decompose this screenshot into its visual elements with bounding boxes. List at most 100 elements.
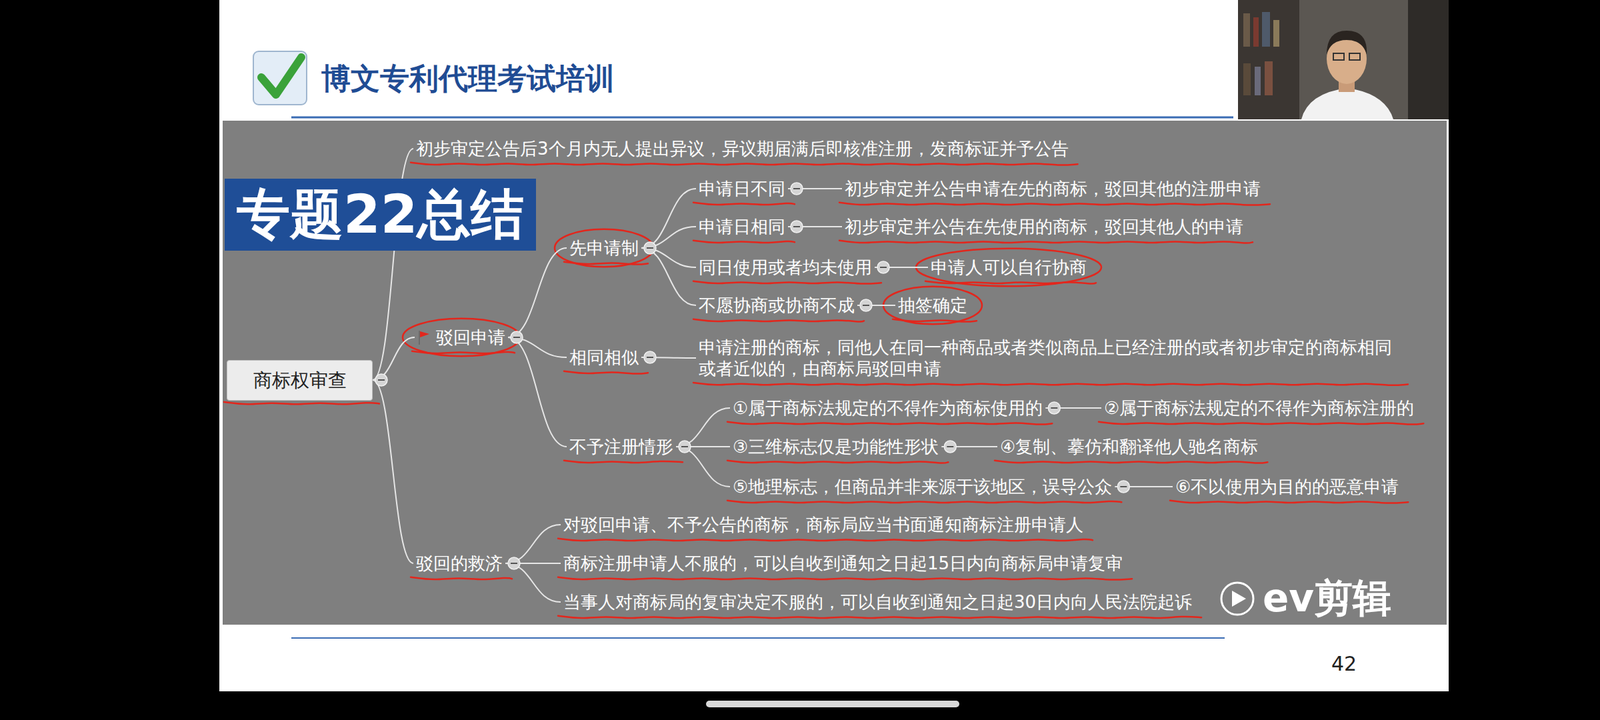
annotation-underline bbox=[693, 202, 795, 205]
topic-text: 先申请制 bbox=[569, 238, 639, 258]
mindmap-panel bbox=[222, 120, 1447, 625]
topic-node: 驳回的救济 bbox=[413, 551, 506, 576]
annotation-circle bbox=[916, 248, 1102, 287]
annotation-circle bbox=[554, 229, 654, 268]
annotation-underline bbox=[839, 240, 1253, 244]
header-brand: 博文专利代理考试培训 bbox=[321, 61, 615, 97]
topic-node: 申请人可以自行协商 bbox=[928, 255, 1090, 280]
page-number: 42 bbox=[1331, 652, 1357, 676]
annotation-underline bbox=[1170, 500, 1408, 504]
annotation-underline bbox=[693, 240, 795, 243]
annotation-underline bbox=[410, 162, 1078, 166]
collapse-symbol bbox=[644, 351, 656, 364]
annotation-underline bbox=[994, 460, 1268, 464]
annotation-underline bbox=[564, 460, 683, 463]
topic-node: 驳回申请 bbox=[414, 325, 508, 350]
topic-text: 初步审定公告后3个月内无人提出异议，异议期届满后即核准注册，发商标证并予公告 bbox=[416, 138, 1069, 159]
annotation-underline bbox=[727, 460, 948, 464]
topic-text: 同日使用或者均未使用 bbox=[698, 257, 872, 278]
title-text: 专题22总结 bbox=[236, 183, 524, 246]
topic-node: 同日使用或者均未使用 bbox=[696, 255, 875, 280]
topic-text: 相同相似 bbox=[569, 347, 639, 368]
footer-rule bbox=[291, 637, 1225, 639]
topic-node: 商标注册申请人不服的，可以自收到通知之日起15日内向商标局申请复审 bbox=[560, 551, 1126, 576]
collapse-symbol bbox=[790, 182, 803, 195]
title-banner: 专题22总结 bbox=[224, 178, 536, 251]
logo-frame bbox=[253, 51, 307, 105]
topic-node: ⑤地理标志，但商品并非来源于该地区，误导公众 bbox=[730, 474, 1115, 500]
annotation-underline bbox=[727, 500, 1122, 503]
topic-text: 不愿协商或协商不成 bbox=[698, 295, 855, 316]
webcam-overlay bbox=[1238, 0, 1449, 120]
branch-line bbox=[941, 446, 998, 448]
topic-text: 申请注册的商标，同他人在同一种商品或者类似商品上已经注册的或者初步审定的商标相同… bbox=[698, 337, 1392, 380]
collapse-symbol bbox=[860, 299, 872, 312]
annotation-underline bbox=[224, 402, 380, 404]
slide bbox=[219, 0, 1449, 692]
topic-text: 商标权审查 bbox=[253, 369, 347, 392]
annotation-underline bbox=[693, 281, 882, 284]
flag-icon bbox=[417, 329, 431, 346]
annotation-underline bbox=[564, 371, 648, 374]
annotation-underline bbox=[558, 577, 1132, 580]
annotation-underline bbox=[1098, 422, 1424, 425]
phone-nav-bar bbox=[706, 700, 960, 708]
topic-node: ②属于商标法规定的不得作为商标注册的 bbox=[1101, 396, 1417, 421]
topic-text: ⑥不以使用为目的的恶意申请 bbox=[1175, 476, 1399, 497]
annotation-underline bbox=[410, 577, 512, 580]
collapse-symbol bbox=[508, 557, 520, 570]
branch-line bbox=[788, 188, 842, 190]
annotation-underline bbox=[558, 538, 1093, 541]
topic-node: 初步审定并公告申请在先的商标，驳回其他的注册申请 bbox=[842, 176, 1264, 202]
topic-text: 初步审定并公告申请在先的商标，驳回其他的注册申请 bbox=[844, 178, 1261, 199]
topic-node: 申请日相同 bbox=[696, 214, 788, 240]
topic-text: 申请日相同 bbox=[698, 216, 786, 237]
topic-node: 先申请制 bbox=[566, 236, 642, 261]
topic-node: 申请注册的商标，同他人在同一种商品或者类似商品上已经注册的或者初步审定的商标相同… bbox=[696, 335, 1402, 382]
annotation-underline bbox=[693, 382, 1408, 386]
topic-node: ③三维标志仅是功能性形状 bbox=[730, 434, 942, 460]
annotation-circle bbox=[402, 318, 520, 357]
collapse-symbol bbox=[375, 374, 388, 386]
logo-check bbox=[261, 57, 302, 95]
collapse-symbol bbox=[1117, 480, 1130, 493]
root-topic: 商标权审查 bbox=[226, 360, 373, 401]
topic-text: ②属于商标法规定的不得作为商标注册的 bbox=[1104, 398, 1414, 418]
annotation-underline bbox=[839, 202, 1270, 206]
branch-line bbox=[1045, 407, 1102, 409]
branch-line bbox=[1114, 486, 1173, 488]
topic-text: 商标注册申请人不服的，可以自收到通知之日起15日内向商标局申请复审 bbox=[563, 553, 1123, 574]
topic-node: 不愿协商或协商不成 bbox=[696, 293, 858, 318]
topic-node: 不予注册情形 bbox=[566, 434, 676, 460]
branch-line bbox=[505, 562, 561, 564]
watermark-play-icon bbox=[1221, 582, 1254, 615]
annotation-underline bbox=[693, 319, 864, 322]
branch-line bbox=[372, 380, 414, 564]
branch-line bbox=[874, 266, 928, 268]
branch-line bbox=[676, 446, 730, 448]
collapse-symbol bbox=[1048, 402, 1060, 414]
collapse-symbol bbox=[944, 440, 956, 453]
branch-line bbox=[788, 226, 842, 228]
topic-text: ④复制、摹仿和翻译他人驰名商标 bbox=[1000, 436, 1258, 457]
branch-line bbox=[372, 337, 415, 380]
topic-node: ④复制、摹仿和翻译他人驰名商标 bbox=[997, 434, 1261, 460]
collapse-symbol bbox=[644, 242, 656, 254]
branch-line bbox=[641, 357, 696, 358]
annotation-underline bbox=[727, 422, 1052, 425]
topic-text: 申请人可以自行协商 bbox=[930, 257, 1087, 278]
topic-text: 当事人对商标局的复审决定不服的，可以自收到通知之日起30日内向人民法院起诉 bbox=[563, 592, 1192, 612]
topic-node: 对驳回申请、不予公告的商标，商标局应当书面通知商标注册申请人 bbox=[560, 512, 1086, 538]
branch-line bbox=[508, 248, 567, 338]
topic-text: 驳回申请 bbox=[436, 327, 506, 348]
topic-text: ①属于商标法规定的不得作为商标使用的 bbox=[732, 398, 1043, 418]
topic-text: 对驳回申请、不予公告的商标，商标局应当书面通知商标注册申请人 bbox=[563, 514, 1084, 535]
collapse-symbol bbox=[678, 440, 691, 453]
collapse-symbol bbox=[510, 331, 523, 344]
annotation-underline bbox=[558, 616, 1202, 618]
collapse-symbol bbox=[877, 261, 890, 274]
topic-text: 不予注册情形 bbox=[569, 436, 674, 457]
branch-line bbox=[508, 337, 567, 447]
topic-node: ⑥不以使用为目的的恶意申请 bbox=[1172, 474, 1402, 500]
